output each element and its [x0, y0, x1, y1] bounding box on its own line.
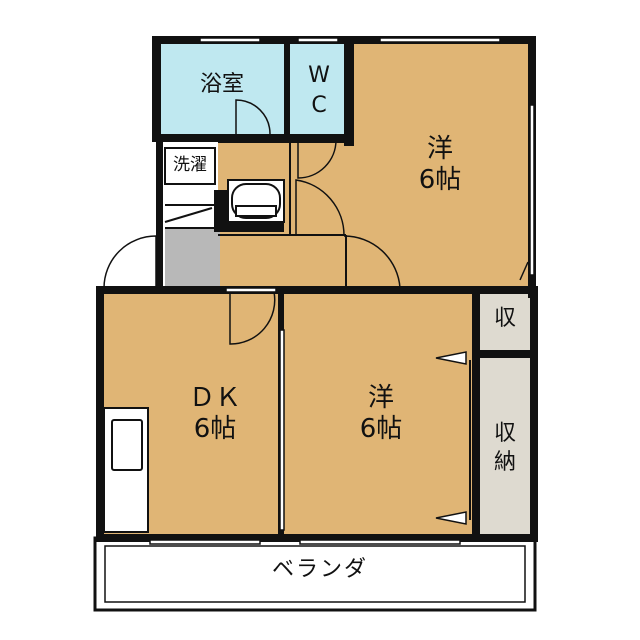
dk-label-1: ＤＫ [188, 383, 241, 413]
western-room-top-label-2: 6帖 [418, 165, 462, 195]
western-room-top-label-1: 洋 [426, 134, 453, 164]
kitchen-counter [103, 407, 149, 533]
storage-small-label: 収 [493, 306, 516, 331]
storage-label-2: 納 [493, 450, 516, 475]
western-room-bottom-floor [282, 290, 478, 536]
storage-label-1: 収 [493, 421, 516, 446]
western-room-bottom-label-1: 洋 [367, 383, 394, 413]
veranda-label: ベランダ [271, 557, 368, 582]
laundry-label: 洗濯 [173, 155, 207, 175]
closet-doors [435, 351, 471, 525]
thin-lines [164, 141, 352, 290]
storage-floor [478, 358, 532, 534]
veranda-inner [104, 545, 526, 603]
western-room-bottom-label-2: 6帖 [359, 414, 403, 444]
western-room-top-floor [352, 40, 532, 290]
storage-small-floor [478, 292, 532, 350]
bath-label: 浴室 [199, 72, 244, 97]
veranda-area [93, 536, 537, 612]
bath-floor [160, 40, 285, 138]
wc-label-line1: W [308, 63, 330, 88]
door-swings [103, 99, 529, 345]
wc-label-line2: C [311, 93, 327, 118]
windows [149, 37, 535, 545]
dk-label-2: 6帖 [193, 414, 237, 444]
wc-floor [288, 40, 350, 138]
entrance-floor [165, 228, 220, 288]
